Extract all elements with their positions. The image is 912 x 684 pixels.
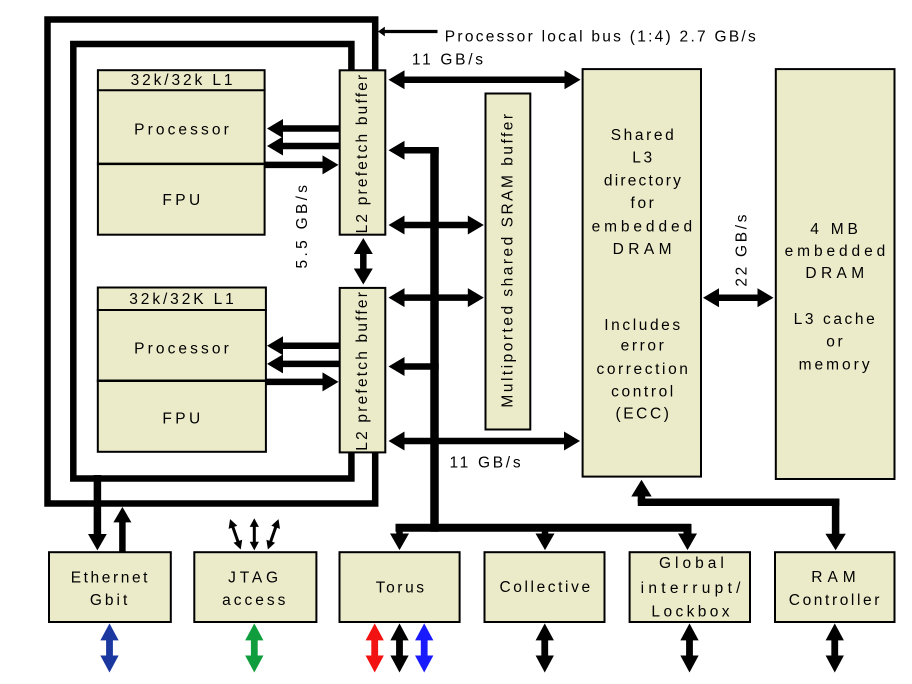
svg-text:DRAM: DRAM <box>805 265 868 282</box>
svg-text:for: for <box>631 195 657 212</box>
svg-text:Processor local bus (1:4) 2.7: Processor local bus (1:4) 2.7 GB/s <box>445 29 758 46</box>
svg-text:Global: Global <box>659 555 728 572</box>
svg-text:interrupt/: interrupt/ <box>641 580 745 597</box>
svg-text:L3 cache: L3 cache <box>794 311 878 328</box>
svg-text:error: error <box>621 337 667 354</box>
svg-text:Controller: Controller <box>789 592 882 609</box>
svg-text:(ECC): (ECC) <box>615 405 671 422</box>
svg-text:Includes: Includes <box>604 317 683 334</box>
svg-text:11 GB/s: 11 GB/s <box>412 52 486 69</box>
svg-text:embedded: embedded <box>785 243 889 260</box>
svg-text:correction: correction <box>596 361 690 378</box>
svg-text:Processor: Processor <box>134 340 232 357</box>
svg-text:L2 prefetch buffer: L2 prefetch buffer <box>354 73 371 234</box>
svg-text:5.5 GB/s: 5.5 GB/s <box>294 182 311 269</box>
svg-text:Processor: Processor <box>134 121 232 138</box>
svg-text:Torus: Torus <box>376 580 427 597</box>
svg-text:L3: L3 <box>632 150 654 167</box>
svg-text:DRAM: DRAM <box>613 241 676 258</box>
svg-text:embedded: embedded <box>592 218 696 235</box>
svg-text:FPU: FPU <box>162 411 203 428</box>
svg-text:Shared: Shared <box>611 127 677 144</box>
svg-text:Ethernet: Ethernet <box>71 569 150 586</box>
svg-text:L2 prefetch buffer: L2 prefetch buffer <box>354 290 371 451</box>
svg-text:or: or <box>826 334 845 351</box>
svg-text:Lockbox: Lockbox <box>651 603 733 620</box>
svg-text:Collective: Collective <box>499 579 592 596</box>
svg-text:access: access <box>222 592 288 609</box>
svg-text:32k/32K L1: 32k/32K L1 <box>129 291 236 308</box>
svg-text:RAM: RAM <box>811 569 860 586</box>
svg-text:22 GB/s: 22 GB/s <box>734 212 751 287</box>
svg-text:32k/32k L1: 32k/32k L1 <box>131 72 236 89</box>
svg-text:memory: memory <box>799 356 873 373</box>
svg-text:FPU: FPU <box>162 192 203 209</box>
svg-text:11 GB/s: 11 GB/s <box>450 454 524 471</box>
svg-text:Multiported shared SRAM buffer: Multiported shared SRAM buffer <box>499 111 516 407</box>
svg-text:JTAG: JTAG <box>228 569 282 586</box>
svg-text:4 MB: 4 MB <box>810 221 861 238</box>
svg-text:directory: directory <box>604 172 683 189</box>
svg-text:Gbit: Gbit <box>90 592 130 609</box>
svg-text:control: control <box>611 384 676 401</box>
